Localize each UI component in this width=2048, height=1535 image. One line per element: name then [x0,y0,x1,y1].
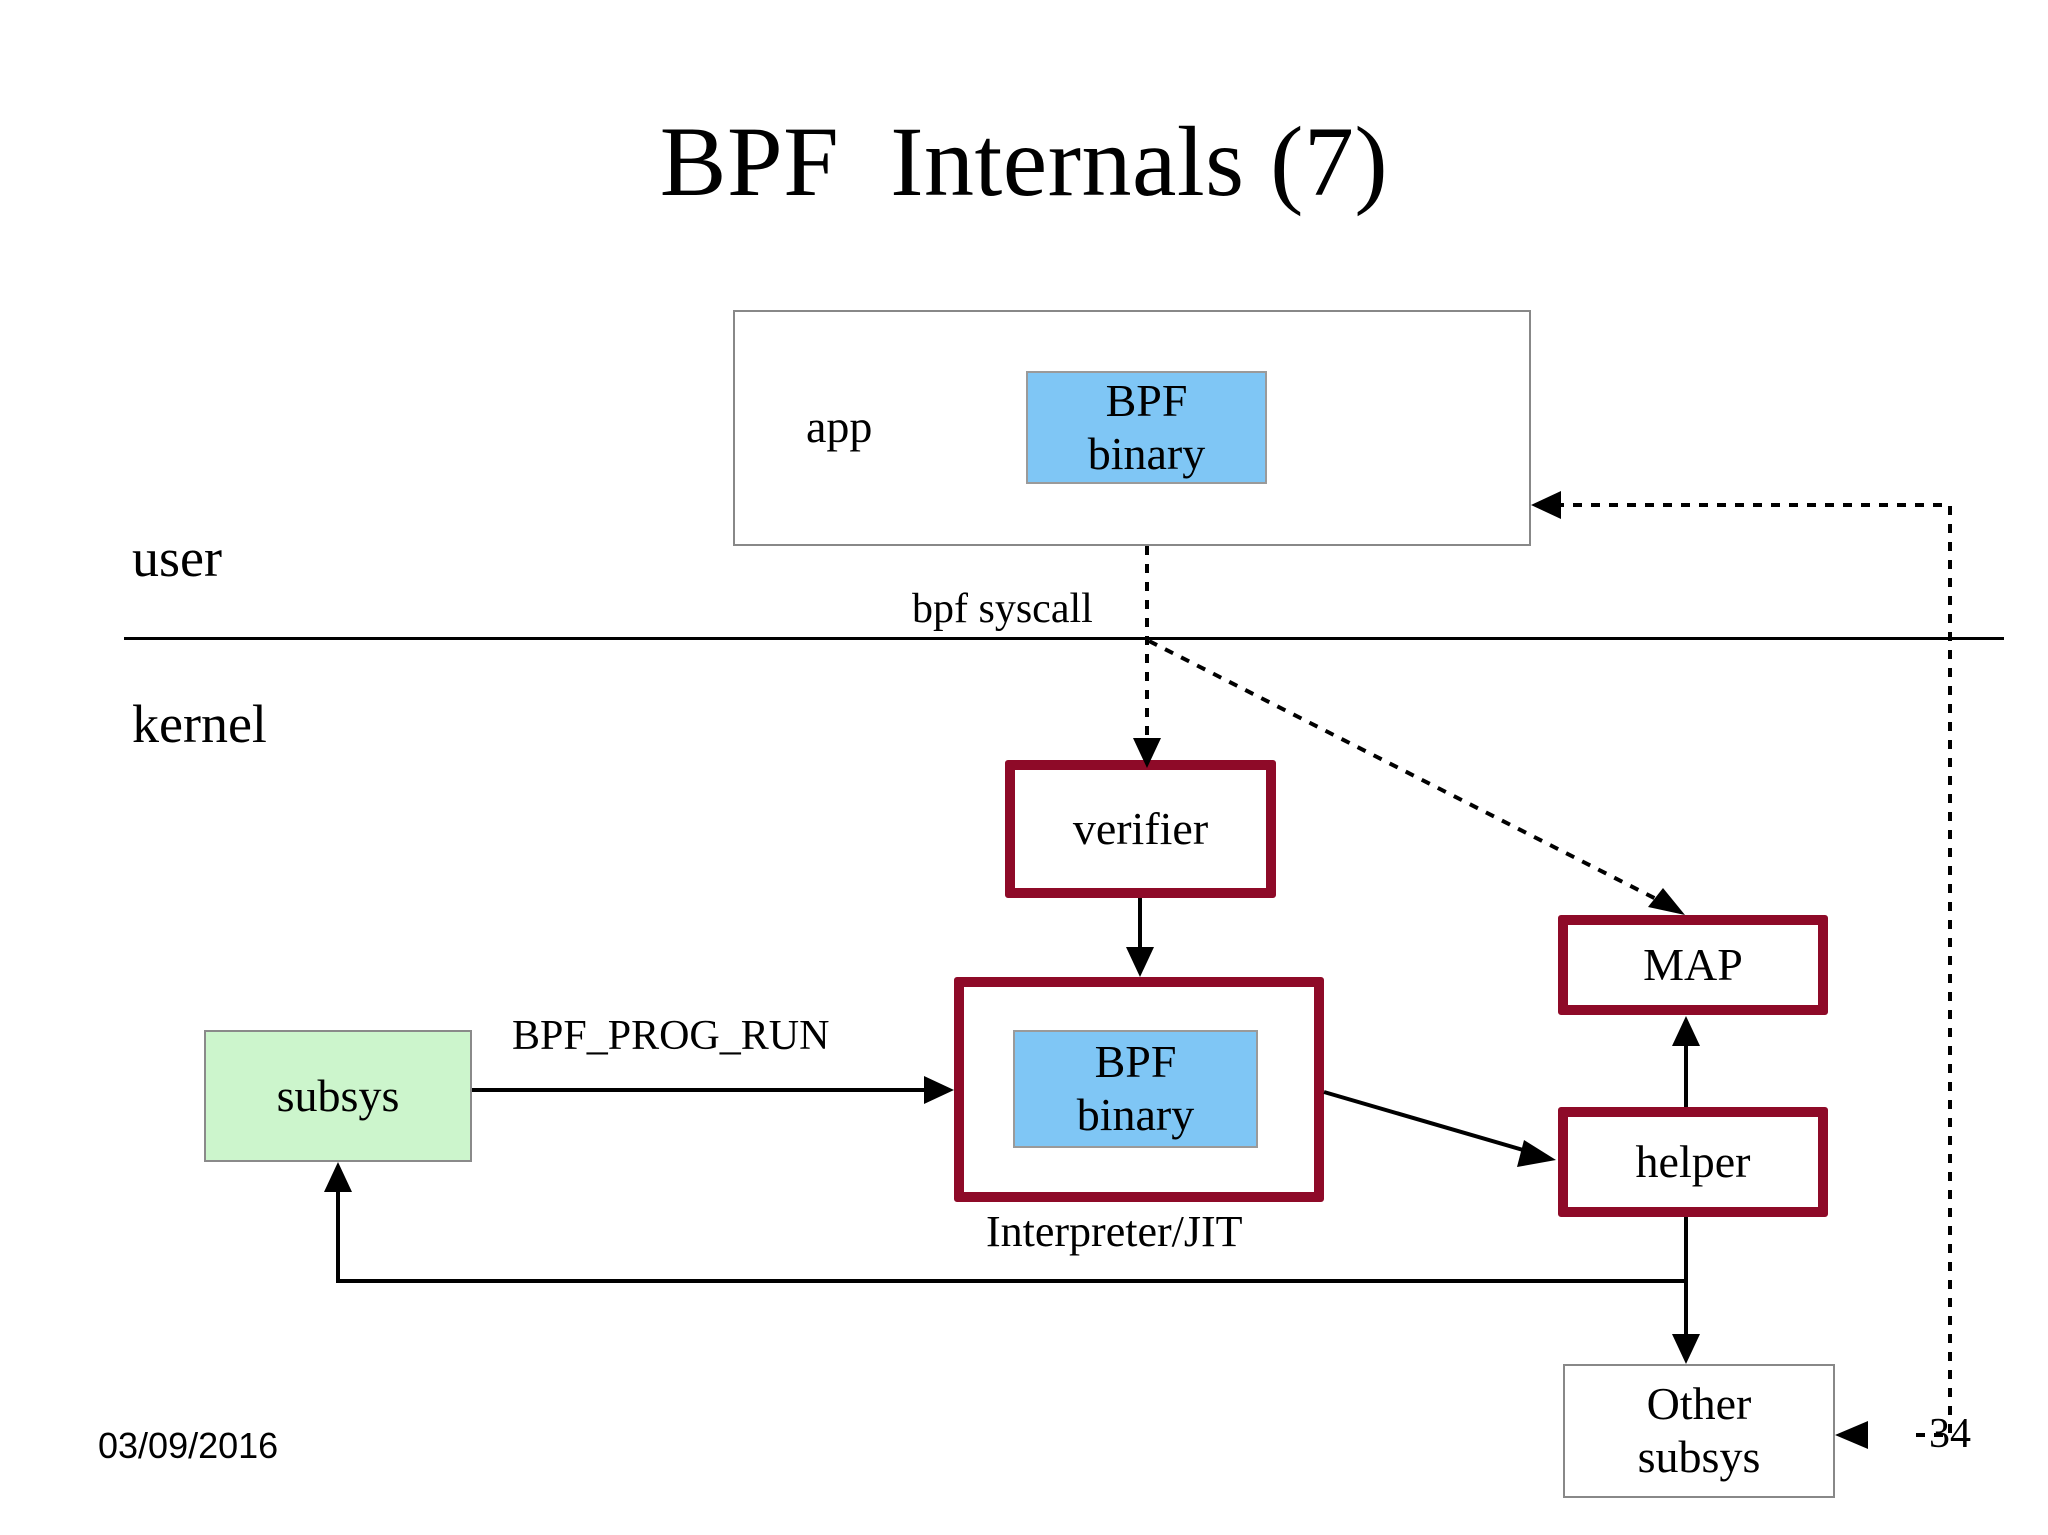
arrowhead-subsys-in-bottom [324,1162,352,1192]
page-title: BPF Internals (7) [659,106,1389,217]
node-other-subsys: Other subsys [1563,1364,1835,1498]
user-space-label: user [132,528,222,588]
edge-label-bpf-syscall: bpf syscall [912,586,1093,632]
node-app-label: app [806,401,873,452]
node-jit-bpf-binary: BPF binary [1013,1030,1258,1148]
slide-date: 03/09/2016 [98,1425,279,1466]
arrowhead-app-in-right [1531,491,1561,519]
node-helper: helper [1558,1107,1828,1217]
arrowhead-map-in-bottom [1672,1016,1700,1046]
arrowhead-other-subsys-in-right [1835,1421,1868,1449]
kernel-space-label: kernel [132,694,267,754]
node-map: MAP [1558,915,1828,1015]
arrowhead-helper-in-left [1517,1140,1556,1167]
node-subsys: subsys [204,1030,472,1162]
arrowhead-map-in [1648,888,1685,915]
arrowhead-jit-in-left [924,1076,954,1104]
node-app-bpf-binary: BPF binary [1026,371,1267,484]
edge-jit-to-helper [1323,1090,1531,1154]
node-interpreter-jit-label: Interpreter/JIT [986,1207,1243,1256]
arrowhead-other-subsys-in-top [1672,1334,1700,1364]
edge-label-bpf-prog-run: BPF_PROG_RUN [512,1013,830,1059]
node-verifier: verifier [1005,760,1276,898]
slide-page-number: 34 [1929,1411,1971,1457]
arrowhead-jit-in-top [1126,947,1154,977]
user-kernel-divider [124,637,2004,640]
